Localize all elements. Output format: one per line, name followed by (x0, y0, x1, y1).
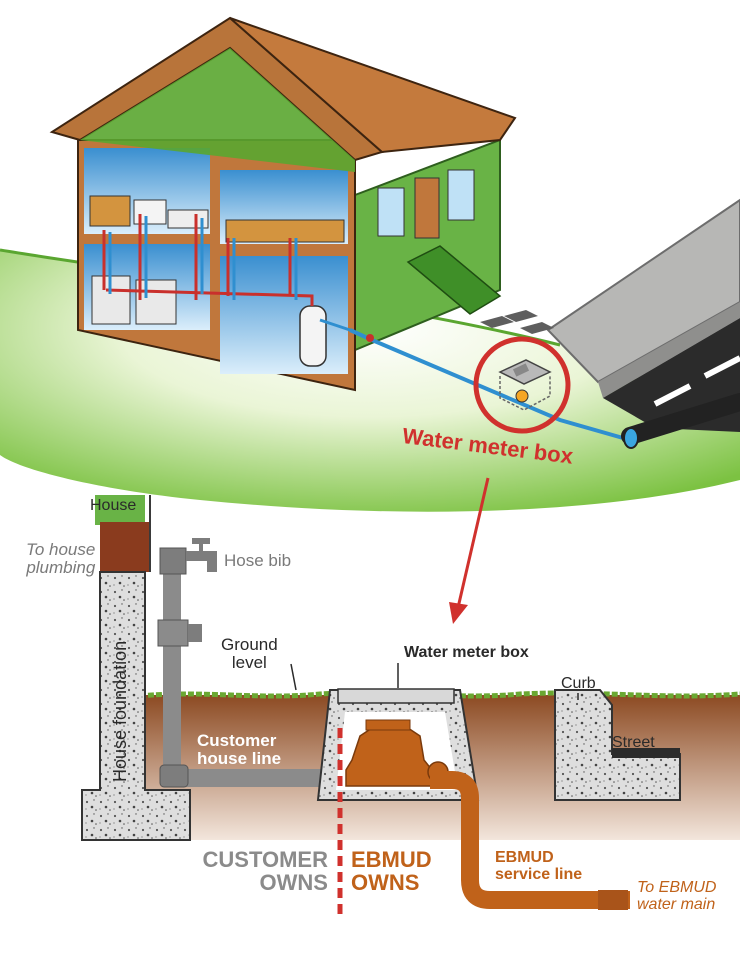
room-basement (220, 256, 348, 374)
shutoff-valve (157, 619, 189, 647)
meter-box-highlight-circle (473, 336, 571, 434)
cross-section (81, 495, 740, 920)
label-house: House (90, 497, 137, 514)
label-to-house-plumbing-line1: To house (26, 540, 96, 559)
window-left (377, 187, 405, 237)
bathtub (167, 209, 209, 229)
house-foundation (81, 571, 191, 841)
shutoff-valve-small (366, 334, 374, 342)
service-line-blue (349, 328, 631, 442)
label-hose-bib: Hose bib (224, 551, 292, 570)
dryer (135, 279, 177, 325)
ebmud-service-pipe (430, 771, 630, 909)
water-main-pipe (621, 393, 740, 445)
label-ground-level: Ground level (221, 636, 278, 672)
label-ebmud-owns: EBMUD OWNS (351, 848, 432, 894)
label-ebmud-service-line-2: service line (495, 865, 583, 883)
label-ground-level-line2: level (231, 652, 267, 672)
gable (80, 48, 355, 172)
hose-bib-handle (192, 538, 210, 544)
roof-side (229, 17, 517, 154)
label-customer-owns-1: CUSTOMER (202, 847, 329, 872)
label-customer-house-line-2: house line (197, 748, 282, 768)
label-to-ebmud-water-main: To EBMUD water main (637, 879, 717, 914)
meter-box-buried (499, 376, 551, 411)
kitchen-counter (225, 219, 345, 243)
customer-pipe-to-meter (163, 769, 340, 787)
pipe-elbow (159, 764, 189, 788)
porch-steps (406, 245, 502, 315)
sidewalk (546, 198, 740, 384)
ebmud-coupling (598, 890, 628, 910)
ground-surface (139, 690, 740, 699)
street-asphalt (612, 748, 680, 758)
meter-small (515, 389, 529, 403)
house-illustration (0, 16, 740, 512)
label-to-house-plumbing: To house plumbing (26, 541, 95, 577)
water-main-end (623, 427, 639, 449)
water-heater (299, 305, 327, 367)
bathroom-cabinet (89, 195, 131, 227)
label-customer-owns-2: OWNS (259, 870, 328, 896)
label-water-meter-box: Water meter box (404, 644, 529, 661)
hose-bib-spout (186, 551, 217, 572)
label-to-ebmud-water-main-1: To EBMUD (637, 879, 717, 896)
shutoff-valve-handle (188, 624, 202, 642)
curb-top (598, 302, 740, 398)
callout-arrow (449, 477, 490, 624)
house-pipes-blue (108, 216, 351, 332)
label-curb: Curb (561, 675, 596, 692)
label-house-foundation: House foundation (110, 640, 130, 782)
meter-box-lid-section (337, 688, 455, 704)
label-ebmud-service-line-1: EBMUD (495, 849, 554, 866)
front-door (414, 177, 440, 239)
water-meter (345, 727, 433, 787)
label-ground-level-line1: Ground (221, 635, 278, 654)
house-wall-stub (95, 495, 145, 525)
meter-cap (365, 719, 411, 731)
house-side-wall (354, 138, 501, 352)
label-street: Street (612, 734, 655, 751)
pipe-tee (159, 547, 187, 575)
label-ebmud-owns-2: OWNS (351, 870, 420, 896)
stepping-stones (480, 310, 554, 334)
house-pipes (102, 214, 314, 306)
label-to-ebmud-water-main-2: water main (637, 895, 716, 913)
label-customer-house-line: Customer house line (197, 732, 281, 768)
ground-level-leader (290, 663, 297, 691)
window-right (447, 169, 475, 221)
meter-box-hatch (512, 363, 530, 377)
label-to-house-plumbing-line2: plumbing (26, 557, 96, 577)
label-customer-owns: CUSTOMER OWNS (188, 847, 329, 896)
label-ebmud-service-line: EBMUD service line (495, 849, 583, 884)
label-ebmud-owns-1: EBMUD (351, 847, 432, 872)
label-customer-house-line-1: Customer (197, 731, 277, 750)
road-dashes (653, 355, 740, 407)
